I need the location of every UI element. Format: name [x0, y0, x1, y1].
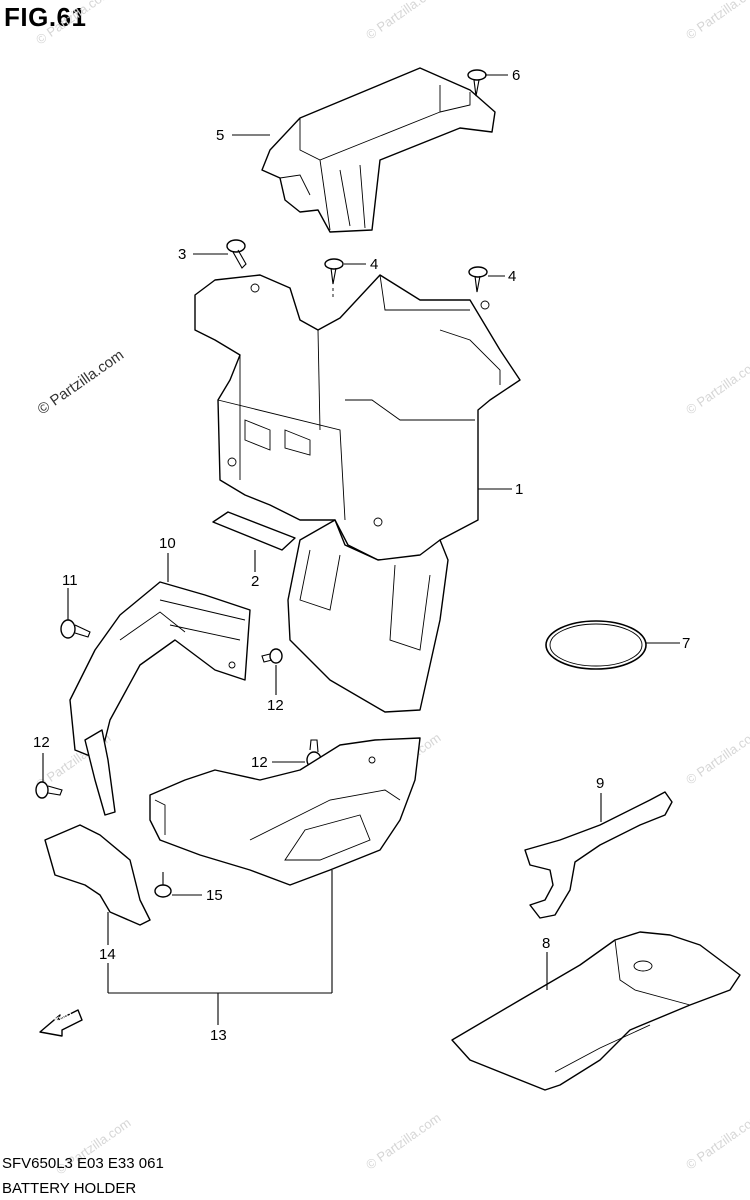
part-14-panel — [44, 824, 151, 926]
callout-9: 9 — [596, 775, 604, 792]
part-1-flap — [287, 519, 449, 713]
callout-14: 14 — [99, 946, 116, 963]
part-4-screw-a — [324, 258, 344, 300]
part-5-bracket — [261, 67, 496, 233]
callout-4: 4 — [508, 268, 516, 285]
part-7-band-inner — [549, 623, 643, 667]
figure-title: FIG.61 — [4, 2, 87, 32]
part-1-battery-case — [194, 274, 521, 561]
callout-1: 1 — [515, 481, 523, 498]
model-code: SFV650L3 E03 E33 061 — [2, 1155, 164, 1172]
part-2-pad — [212, 511, 296, 551]
callout-6: 6 — [512, 67, 520, 84]
callout-15: 15 — [206, 887, 223, 904]
callout-2: 2 — [251, 573, 259, 590]
watermark-text: © Partzilla.com — [683, 0, 750, 42]
callout-12: 12 — [267, 697, 284, 714]
part-11-bolt — [60, 619, 91, 639]
callout-3: 3 — [178, 246, 186, 263]
callout-10: 10 — [159, 535, 176, 552]
part-12-bolt-b — [35, 781, 63, 799]
watermark-text: © Partzilla.com — [363, 1110, 443, 1173]
watermark-text: © Partzilla.com — [35, 346, 128, 418]
part-3-bolt — [226, 239, 247, 269]
callout-12: 12 — [251, 754, 268, 771]
callout-5: 5 — [216, 127, 224, 144]
callouts: 5 6 3 4 4 1 2 7 10 11 12 12 12 15 9 8 14… — [33, 67, 690, 1044]
watermark-text: © Partzilla.com — [33, 0, 113, 47]
watermark-text: © Partzilla.com — [683, 355, 750, 418]
watermark-text: © Partzilla.com — [683, 1110, 750, 1173]
watermark-text: © Partzilla.com — [683, 725, 750, 788]
part-13-cover — [149, 737, 421, 886]
callout-4: 4 — [370, 256, 378, 273]
watermark-text: © Partzilla.com — [363, 0, 443, 42]
part-10-strut — [84, 729, 116, 816]
callout-13: 13 — [210, 1027, 227, 1044]
callout-7: 7 — [682, 635, 690, 652]
part-7-band — [545, 620, 647, 670]
part-4-screw-b — [468, 266, 488, 293]
callout-11: 11 — [62, 572, 78, 589]
part-8-bag — [451, 931, 741, 1091]
callout-8: 8 — [542, 935, 550, 952]
part-6-screw — [467, 69, 487, 97]
fwd-arrow: FWD — [39, 1009, 83, 1037]
leader-lines — [42, 74, 680, 1025]
section-name: BATTERY HOLDER — [2, 1180, 137, 1197]
part-15-bolt — [154, 872, 172, 898]
part-12-bolt-a — [261, 648, 283, 664]
part-9-spanner — [524, 791, 673, 919]
callout-12: 12 — [33, 734, 50, 751]
